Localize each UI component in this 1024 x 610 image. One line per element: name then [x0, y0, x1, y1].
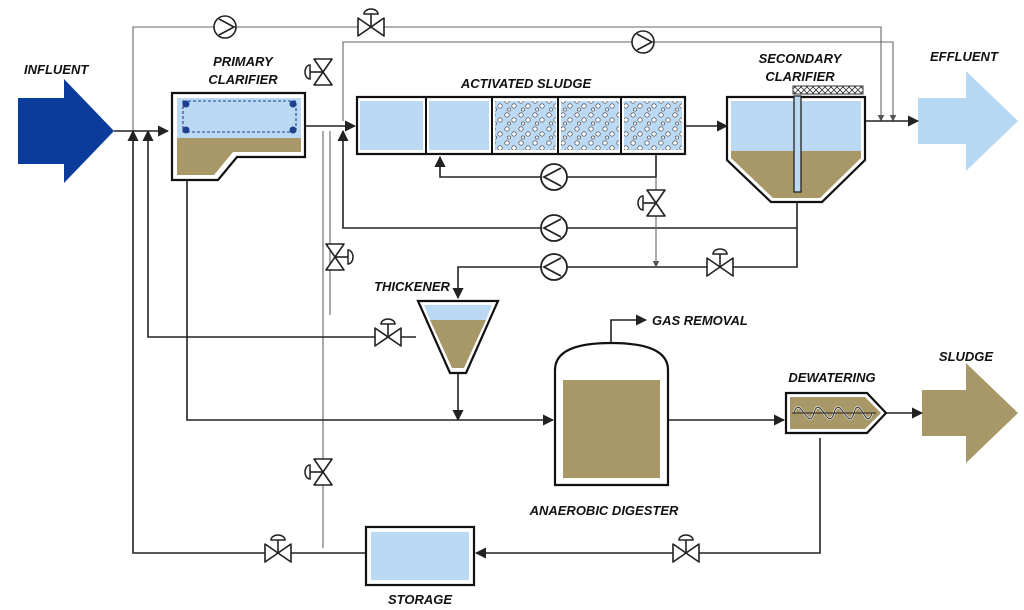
pump-icon[interactable] [540, 214, 568, 242]
valve-icon[interactable] [325, 243, 354, 271]
thickener-label: THICKENER [374, 279, 450, 294]
valve-icon[interactable] [304, 58, 333, 86]
valve-icon[interactable] [304, 458, 333, 486]
influent-label: INFLUENT [24, 62, 89, 77]
valve-icon[interactable] [374, 318, 402, 347]
dewatering-unit [784, 391, 888, 435]
pump-icon[interactable] [213, 15, 237, 39]
activated-sludge-tank [355, 95, 687, 156]
valve-icon[interactable] [264, 534, 292, 563]
secondary-clarifier [725, 85, 867, 204]
dewatering-label: DEWATERING [788, 370, 875, 385]
secondary-clarifier-label-line1: SECONDARY [759, 51, 843, 66]
effluent-arrow [918, 71, 1018, 171]
storage-label: STORAGE [388, 592, 452, 607]
primary-clarifier [170, 91, 307, 182]
thickener [416, 299, 500, 375]
pump-icon[interactable] [540, 163, 568, 191]
valve-icon[interactable] [637, 189, 666, 217]
sludge-label: SLUDGE [939, 349, 994, 364]
primary-clarifier-label-line2: CLARIFIER [208, 72, 278, 87]
effluent-label: EFFLUENT [930, 49, 999, 64]
primary-clarifier-label-line1: PRIMARY [213, 54, 274, 69]
secondary-clarifier-label-line2: CLARIFIER [765, 69, 835, 84]
sludge-arrow [922, 363, 1018, 463]
valve-icon[interactable] [672, 534, 700, 563]
pump-icon[interactable] [540, 253, 568, 281]
activated-sludge-label: ACTIVATED SLUDGE [460, 76, 592, 91]
valve-icon[interactable] [357, 8, 385, 37]
valve-icon[interactable] [706, 248, 734, 277]
pump-icon[interactable] [631, 30, 655, 54]
influent-arrow [18, 79, 114, 183]
gas-removal-label: GAS REMOVAL [652, 313, 748, 328]
anaerobic-digester [553, 341, 670, 487]
storage-tank [364, 525, 476, 587]
anaerobic-digester-label: ANAEROBIC DIGESTER [529, 503, 679, 518]
